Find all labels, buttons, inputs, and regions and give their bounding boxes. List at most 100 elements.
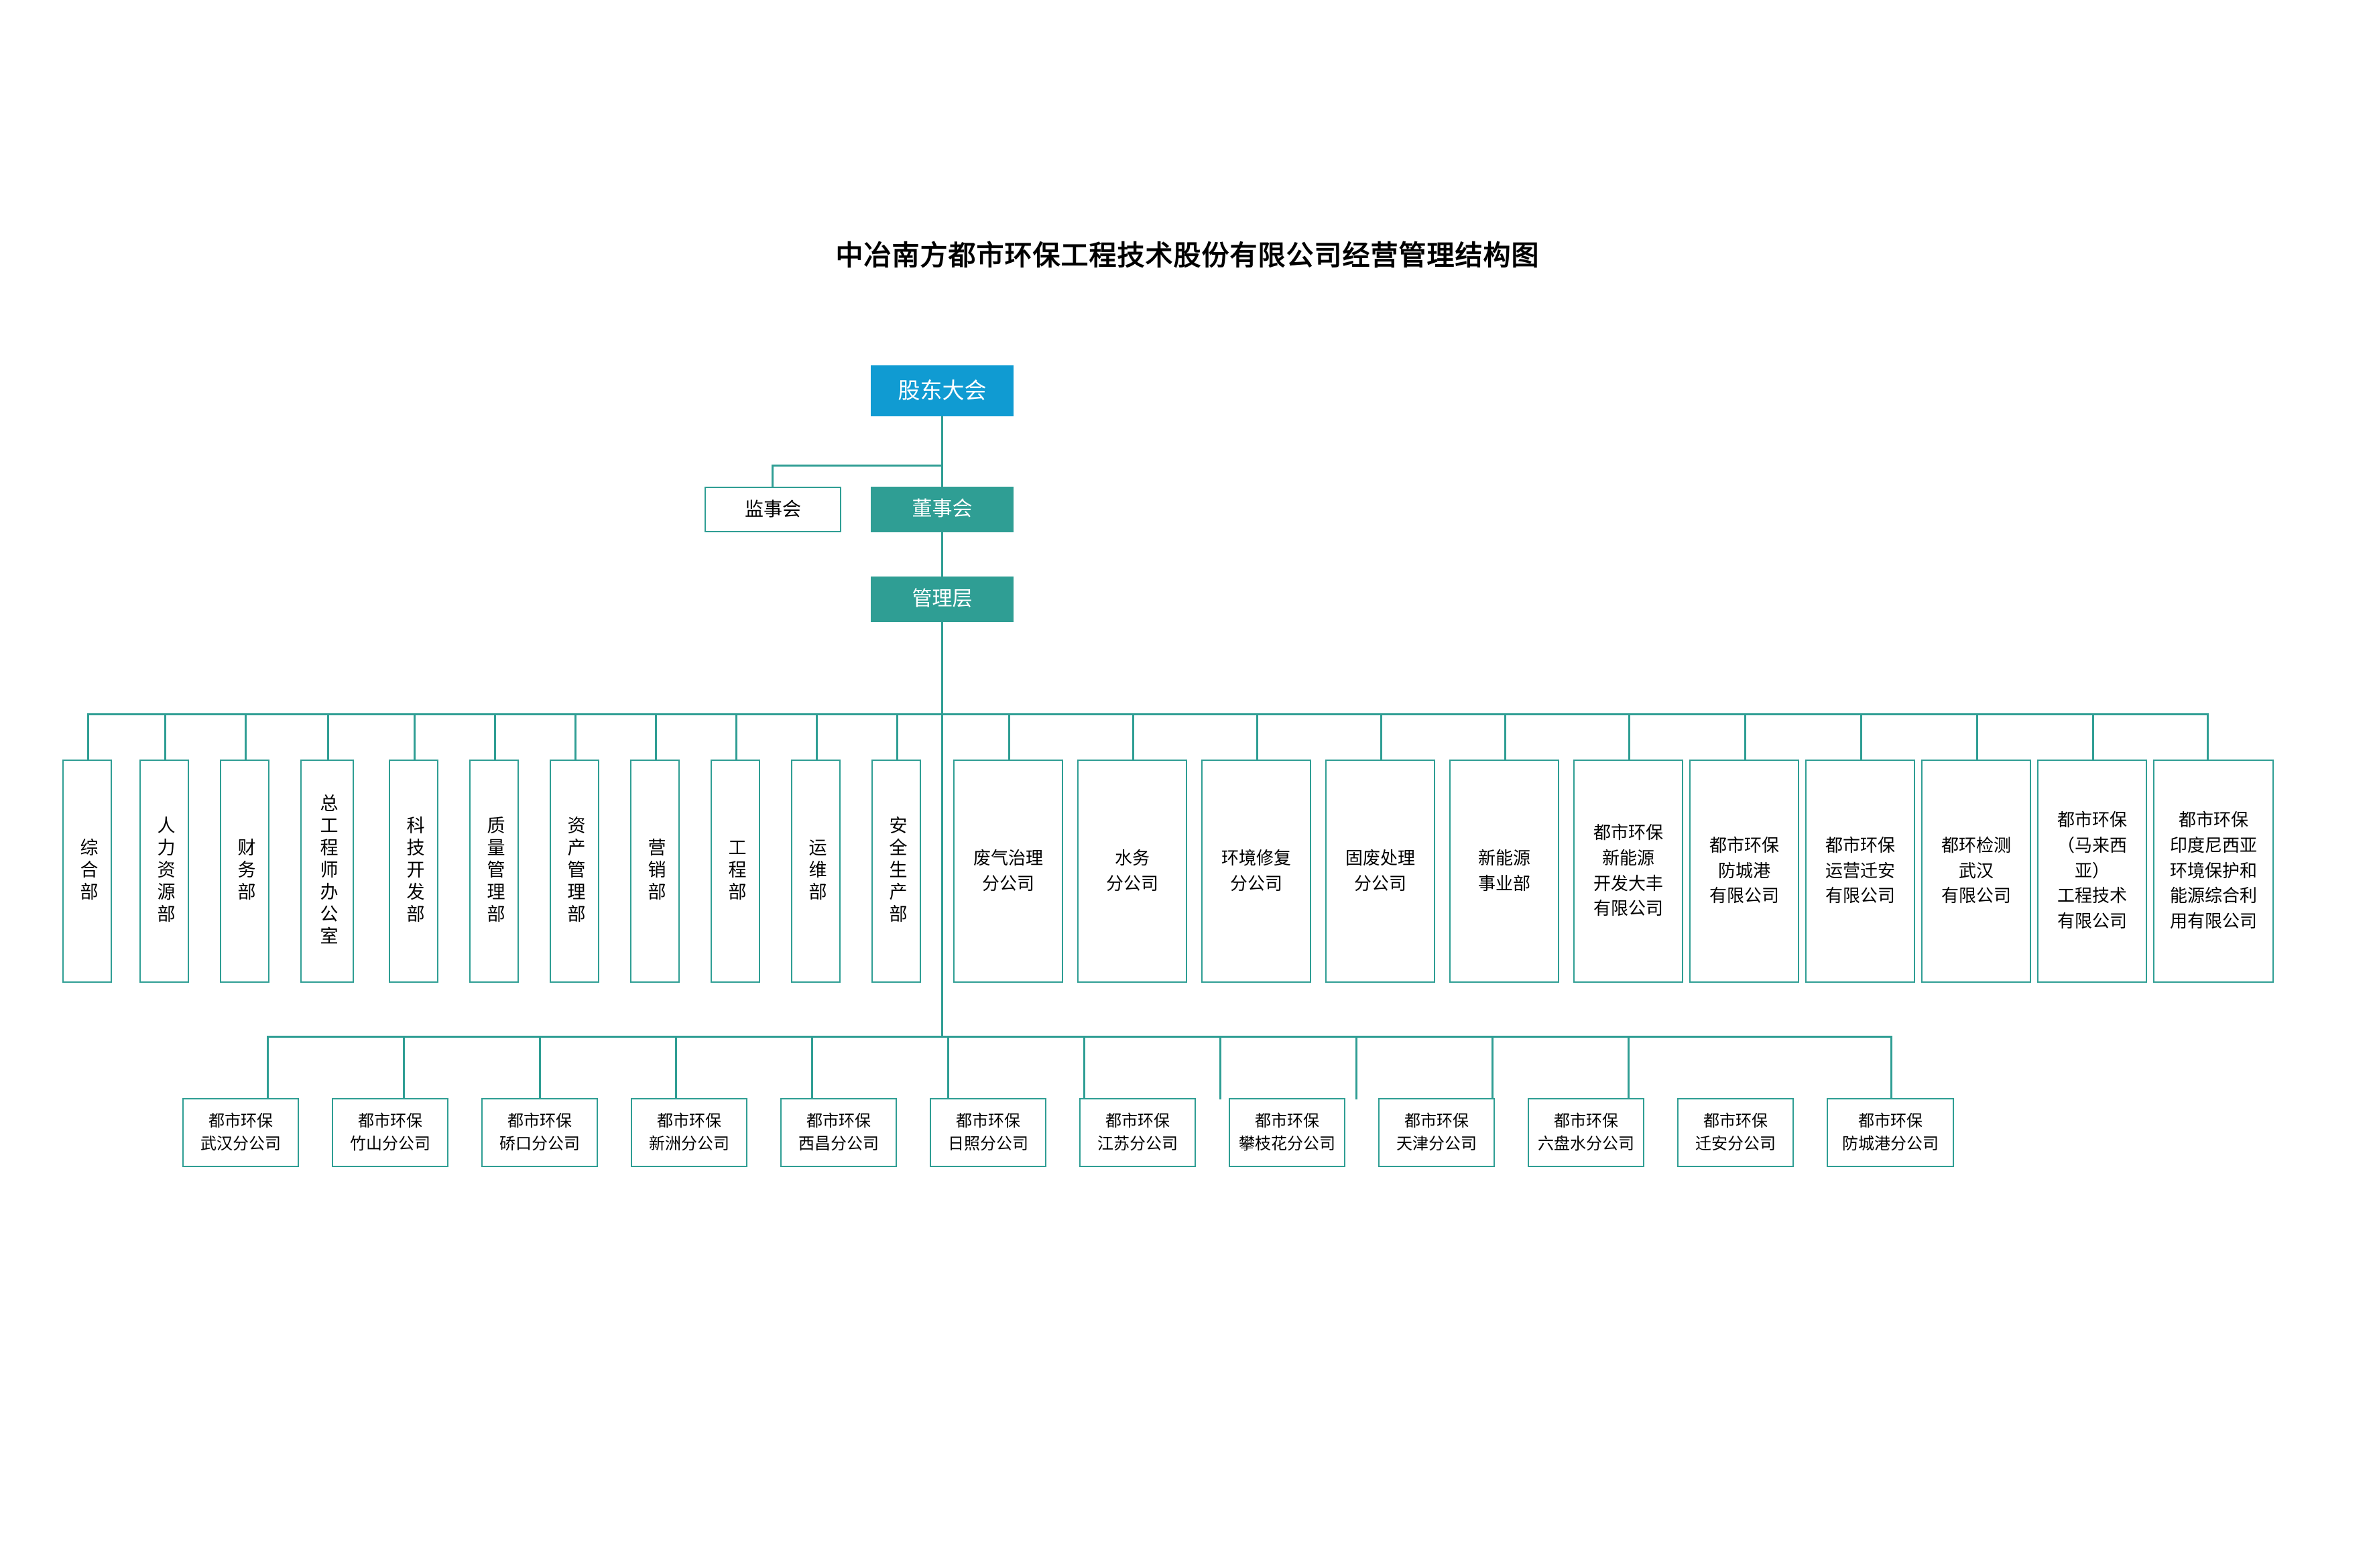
- connector-drop-subsidiary: [1132, 713, 1134, 761]
- connector-drop-subsidiary: [1008, 713, 1010, 761]
- connector-drop-subsidiary: [1504, 713, 1506, 761]
- node-department[interactable]: 人力资源部: [139, 760, 189, 983]
- node-board-of-directors[interactable]: 董事会: [871, 487, 1014, 532]
- connector-branch-bus: [267, 1036, 1892, 1038]
- node-branch[interactable]: 都市环保日照分公司: [930, 1098, 1046, 1167]
- node-branch[interactable]: 都市环保六盘水分公司: [1528, 1098, 1644, 1167]
- department-label: 营销部: [645, 838, 666, 904]
- node-branch[interactable]: 都市环保攀枝花分公司: [1229, 1098, 1345, 1167]
- connector-drop-branch: [1491, 1036, 1494, 1099]
- subsidiary-label: 新能源事业部: [1477, 847, 1530, 894]
- connector-drop-branch: [675, 1036, 677, 1099]
- node-subsidiary[interactable]: 固废处理分公司: [1325, 760, 1435, 983]
- connector-drop-department: [735, 713, 737, 761]
- subsidiary-label: 都环检测武汉有限公司: [1941, 835, 2011, 906]
- connector-management-trunk: [941, 622, 943, 1038]
- branch-label: 都市环保迁安分公司: [1695, 1111, 1776, 1153]
- department-label: 安全生产部: [886, 816, 907, 926]
- node-branch[interactable]: 都市环保竹山分公司: [332, 1098, 448, 1167]
- node-department[interactable]: 财务部: [220, 760, 269, 983]
- branch-label: 都市环保六盘水分公司: [1538, 1111, 1634, 1153]
- branch-label: 都市环保防城港分公司: [1842, 1111, 1939, 1153]
- node-subsidiary[interactable]: 都环检测武汉有限公司: [1921, 760, 2031, 983]
- branch-label: 都市环保新洲分公司: [649, 1111, 729, 1153]
- node-board-of-supervisors[interactable]: 监事会: [705, 487, 841, 532]
- subsidiary-label: 水务分公司: [1105, 847, 1158, 894]
- department-label: 运维部: [806, 838, 827, 904]
- node-department[interactable]: 安全生产部: [871, 760, 921, 983]
- node-branch[interactable]: 都市环保硚口分公司: [481, 1098, 598, 1167]
- branch-label: 都市环保竹山分公司: [350, 1111, 430, 1153]
- node-department[interactable]: 营销部: [630, 760, 680, 983]
- branch-label: 都市环保硚口分公司: [499, 1111, 580, 1153]
- connector-drop-department: [164, 713, 166, 761]
- node-branch[interactable]: 都市环保武汉分公司: [182, 1098, 299, 1167]
- branch-label: 都市环保西昌分公司: [798, 1111, 879, 1153]
- node-subsidiary[interactable]: 新能源事业部: [1449, 760, 1559, 983]
- connector-department-bus: [87, 713, 2207, 715]
- node-subsidiary[interactable]: 环境修复分公司: [1201, 760, 1311, 983]
- connector-drop-subsidiary: [2207, 713, 2209, 761]
- department-label: 科技开发部: [404, 816, 424, 926]
- connector-drop-subsidiary: [1628, 713, 1630, 761]
- node-subsidiary[interactable]: 水务分公司: [1077, 760, 1187, 983]
- node-department[interactable]: 综合部: [62, 760, 112, 983]
- node-subsidiary[interactable]: 都市环保新能源开发大丰有限公司: [1573, 760, 1683, 983]
- node-department[interactable]: 运维部: [791, 760, 841, 983]
- node-branch[interactable]: 都市环保新洲分公司: [631, 1098, 747, 1167]
- node-shareholders-meeting[interactable]: 股东大会: [871, 365, 1014, 416]
- connector-drop-department: [494, 713, 496, 761]
- connector-drop-department: [655, 713, 657, 761]
- connector-drop-branch: [811, 1036, 813, 1099]
- connector-drop-department: [574, 713, 576, 761]
- connector-drop-department: [414, 713, 416, 761]
- node-branch[interactable]: 都市环保迁安分公司: [1677, 1098, 1794, 1167]
- connector-board-management: [941, 532, 943, 578]
- node-department[interactable]: 总工程师办公室: [300, 760, 354, 983]
- node-branch[interactable]: 都市环保西昌分公司: [780, 1098, 897, 1167]
- node-subsidiary[interactable]: 都市环保防城港有限公司: [1689, 760, 1799, 983]
- department-label: 工程部: [725, 838, 746, 904]
- connector-drop-department: [327, 713, 329, 761]
- connector-drop-branch: [1219, 1036, 1221, 1099]
- connector-drop-branch: [539, 1036, 541, 1099]
- connector-drop-subsidiary: [2092, 713, 2094, 761]
- branch-label: 都市环保武汉分公司: [200, 1111, 281, 1153]
- node-branch[interactable]: 都市环保江苏分公司: [1079, 1098, 1196, 1167]
- node-department[interactable]: 资产管理部: [550, 760, 599, 983]
- node-subsidiary[interactable]: 废气治理分公司: [953, 760, 1063, 983]
- connector-drop-department: [87, 713, 89, 761]
- connector-drop-subsidiary: [1976, 713, 1978, 761]
- connector-drop-branch: [1890, 1036, 1892, 1099]
- node-branch[interactable]: 都市环保防城港分公司: [1827, 1098, 1954, 1167]
- connector-drop-department: [816, 713, 818, 761]
- node-subsidiary[interactable]: 都市环保运营迁安有限公司: [1805, 760, 1915, 983]
- department-label: 总工程师办公室: [317, 794, 338, 949]
- node-department[interactable]: 工程部: [711, 760, 760, 983]
- connector-drop-department: [245, 713, 247, 761]
- subsidiary-label: 都市环保印度尼西亚环境保护和能源综合利用有限公司: [2169, 810, 2257, 932]
- department-label: 综合部: [77, 838, 98, 904]
- subsidiary-label: 固废处理分公司: [1345, 847, 1415, 894]
- subsidiary-label: 都市环保（马来西亚）工程技术有限公司: [2057, 810, 2127, 932]
- node-management-layer[interactable]: 管理层: [871, 577, 1014, 622]
- node-subsidiary[interactable]: 都市环保印度尼西亚环境保护和能源综合利用有限公司: [2153, 760, 2274, 983]
- connector-drop-branch: [947, 1036, 949, 1099]
- node-subsidiary[interactable]: 都市环保（马来西亚）工程技术有限公司: [2037, 760, 2147, 983]
- department-label: 资产管理部: [564, 816, 585, 926]
- subsidiary-label: 废气治理分公司: [973, 847, 1043, 894]
- subsidiary-label: 都市环保防城港有限公司: [1709, 835, 1779, 906]
- department-label: 人力资源部: [154, 816, 175, 926]
- connector-down-board: [941, 465, 943, 488]
- node-branch[interactable]: 都市环保天津分公司: [1378, 1098, 1495, 1167]
- node-department[interactable]: 科技开发部: [389, 760, 438, 983]
- node-department[interactable]: 质量管理部: [469, 760, 519, 983]
- connector-drop-department: [896, 713, 898, 761]
- page-title: 中冶南方都市环保工程技术股份有限公司经营管理结构图: [835, 240, 1540, 271]
- branch-label: 都市环保江苏分公司: [1097, 1111, 1178, 1153]
- subsidiary-label: 都市环保新能源开发大丰有限公司: [1593, 823, 1663, 919]
- connector-down-supervisors: [772, 465, 774, 488]
- connector-shareholders-down: [941, 416, 943, 466]
- connector-drop-branch: [403, 1036, 405, 1099]
